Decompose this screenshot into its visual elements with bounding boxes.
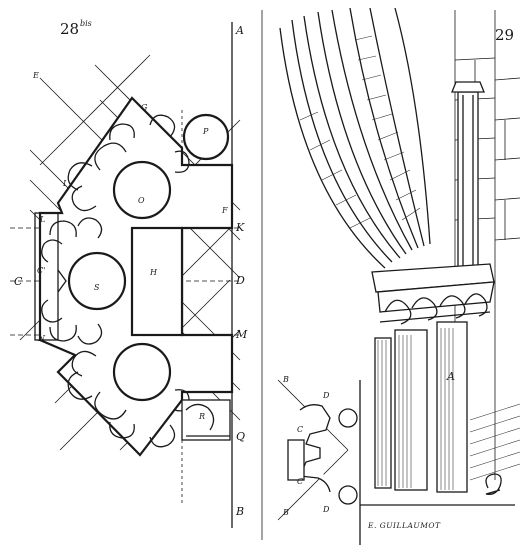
label-C: C (14, 275, 23, 288)
arch-ribs (279, 7, 431, 269)
label-D: D (235, 274, 245, 287)
labels-29: 29 A B D D C C B E. GUILLAUMOT (282, 26, 514, 530)
figure-number-29: 29 (495, 26, 514, 44)
figure-29-perspective: 29 A B D D C C B E. GUILLAUMOT (277, 7, 521, 545)
label-E: E (32, 71, 39, 80)
label-D-upper: D (322, 391, 330, 400)
label-S: S (94, 283, 100, 292)
label-I: I (62, 179, 67, 188)
label-L: L (39, 215, 45, 224)
label-O: O (138, 196, 145, 205)
pier-core (130, 226, 184, 337)
circle-P (182, 113, 230, 161)
label-Q: Q (236, 430, 245, 443)
lower-foil-group (67, 342, 190, 448)
label-H: H (149, 268, 158, 277)
label-C-upper: C (297, 425, 303, 434)
label-B-upper: B (282, 375, 289, 384)
figure-28bis-plan: 28 bis A K D M Q B E G F P O I L S H C C… (10, 19, 248, 528)
label-R: R (198, 412, 205, 421)
label-K: K (235, 221, 245, 234)
detail-R (181, 399, 231, 441)
label-C-prime: C' (37, 266, 45, 275)
label-P: P (202, 127, 209, 136)
figure-number-28: 28 (60, 20, 79, 38)
figure-suffix-bis: bis (80, 19, 92, 28)
label-C-lower: C (297, 477, 303, 486)
engraver-monogram (485, 473, 502, 495)
label-M: M (235, 328, 248, 341)
label-A: A (235, 24, 244, 37)
label-B: B (235, 505, 244, 518)
ground-hatching (469, 403, 521, 481)
arch-voussoir-hatching (299, 35, 421, 229)
label-B-lower: B (282, 508, 289, 517)
label-G: G (141, 103, 148, 112)
upper-colonnette (451, 81, 485, 273)
label-F: F (221, 206, 228, 215)
capital (371, 263, 495, 325)
engraver-signature: E. GUILLAUMOT (367, 521, 441, 530)
labels-28bis: 28 bis A K D M Q B E G F P O I L S H C C… (14, 19, 248, 518)
label-A-29: A (446, 370, 455, 383)
left-foil-group (41, 217, 127, 345)
label-D-lower: D (322, 505, 330, 514)
label-N: N (37, 334, 46, 343)
upper-foil-group (67, 114, 190, 220)
inset-plan-detail (277, 379, 358, 521)
column-hatching (377, 328, 454, 490)
pier-left-square (34, 212, 59, 341)
